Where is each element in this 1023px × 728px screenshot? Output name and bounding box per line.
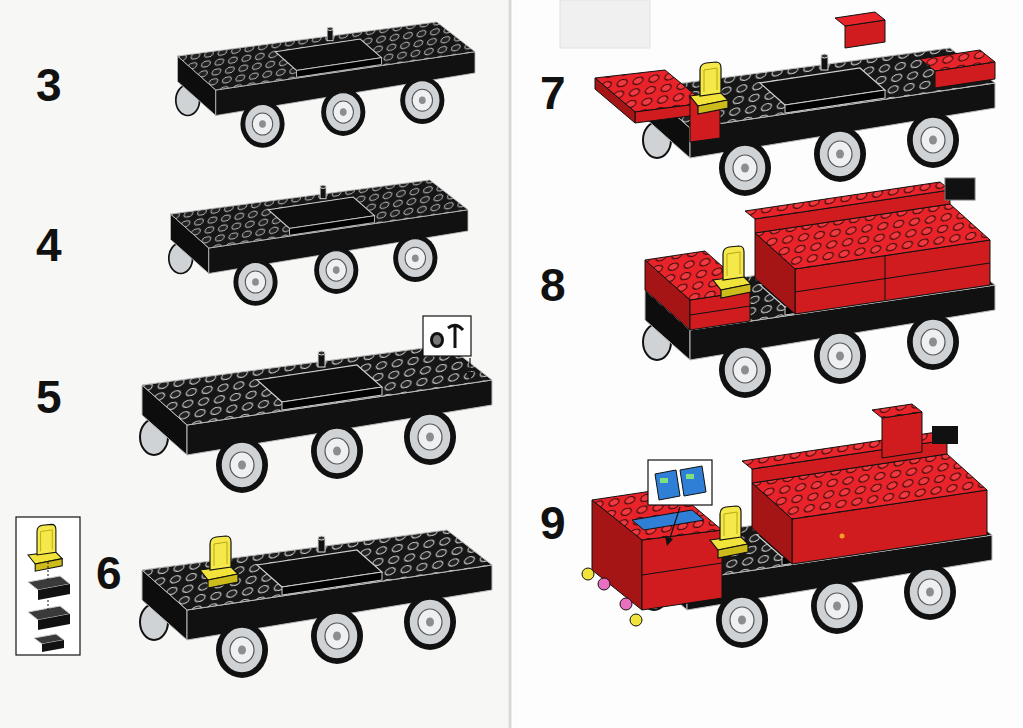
part-callout-part xyxy=(48,562,49,580)
model-step-8-part xyxy=(713,246,751,298)
model-step-9-part xyxy=(752,483,792,564)
chassis-step-3 xyxy=(176,22,475,148)
model-step-8-part xyxy=(945,178,975,200)
model-step-8-part xyxy=(885,256,886,300)
part-callout-part xyxy=(660,478,668,483)
right-page xyxy=(513,0,1023,728)
step-number: 8 xyxy=(540,262,566,308)
step-number: 3 xyxy=(36,62,62,108)
step-slot: 8 xyxy=(540,262,566,308)
model-step-9-part xyxy=(630,614,642,626)
model-step-8-part xyxy=(795,263,990,292)
step-number: 9 xyxy=(540,500,566,546)
part-callout-part xyxy=(648,460,712,505)
model-step-7-part xyxy=(595,78,635,123)
part-callout-part xyxy=(48,600,49,610)
part-callout-part xyxy=(28,524,62,571)
step-slot: 3 xyxy=(36,62,62,108)
step-slot: 9 xyxy=(540,500,566,546)
part-callout-part xyxy=(430,332,444,348)
model-step-8 xyxy=(643,178,995,398)
part-callout-part xyxy=(655,470,680,500)
page-fold xyxy=(509,0,512,728)
step-number: 7 xyxy=(540,70,566,116)
part-callout-part xyxy=(38,614,70,630)
part-callout-part xyxy=(469,358,470,373)
model-step-9-part xyxy=(632,510,704,530)
chassis-step-6 xyxy=(140,530,492,678)
step-number: 5 xyxy=(36,374,62,420)
model-step-7-part xyxy=(920,50,995,71)
step-number: 6 xyxy=(96,550,122,596)
model-step-9-part xyxy=(932,426,958,444)
step-slot: 4 xyxy=(36,222,62,268)
model-step-7-part xyxy=(835,12,885,26)
step-slot: 7 xyxy=(540,70,566,116)
faded-print xyxy=(560,0,650,48)
model-step-7-part xyxy=(643,48,995,196)
model-step-9-part xyxy=(840,534,845,539)
model-step-9-part xyxy=(642,530,722,610)
model-step-9-part xyxy=(872,404,922,418)
part-callout-part xyxy=(680,466,706,496)
model-step-8-part xyxy=(690,306,750,315)
part-callout xyxy=(648,460,712,546)
part-callout xyxy=(423,316,474,380)
part-callout-part xyxy=(665,536,673,546)
part-callout-part xyxy=(433,335,441,345)
model-step-9-part xyxy=(598,578,610,590)
model-step-9-part xyxy=(642,563,722,575)
part-callout-part xyxy=(466,372,474,380)
model-step-9-part xyxy=(882,412,922,458)
step-number: 4 xyxy=(36,222,62,268)
model-step-8-part xyxy=(755,233,795,314)
model-step-8-part xyxy=(745,182,950,219)
model-step-9-part xyxy=(710,506,748,558)
part-callout-part xyxy=(670,507,680,538)
seat-step-6 xyxy=(200,536,238,588)
part-callout-part xyxy=(38,584,70,600)
model-step-7 xyxy=(595,12,995,196)
step-slot: 5 xyxy=(36,374,62,420)
chassis-step-5 xyxy=(140,345,492,493)
model-step-7-part xyxy=(690,62,728,114)
model-step-9-part xyxy=(582,568,594,580)
part-callout xyxy=(16,517,80,655)
left-page xyxy=(0,0,508,728)
step-slot: 6 xyxy=(96,550,122,596)
part-callout-part xyxy=(423,316,471,356)
part-callout-part xyxy=(42,640,64,652)
part-callout-part xyxy=(686,474,694,479)
chassis-step-4 xyxy=(169,180,468,306)
model-step-9-part xyxy=(620,598,632,610)
part-callout-part xyxy=(16,517,80,655)
model-step-9 xyxy=(582,404,992,648)
part-callout-part xyxy=(448,325,463,348)
